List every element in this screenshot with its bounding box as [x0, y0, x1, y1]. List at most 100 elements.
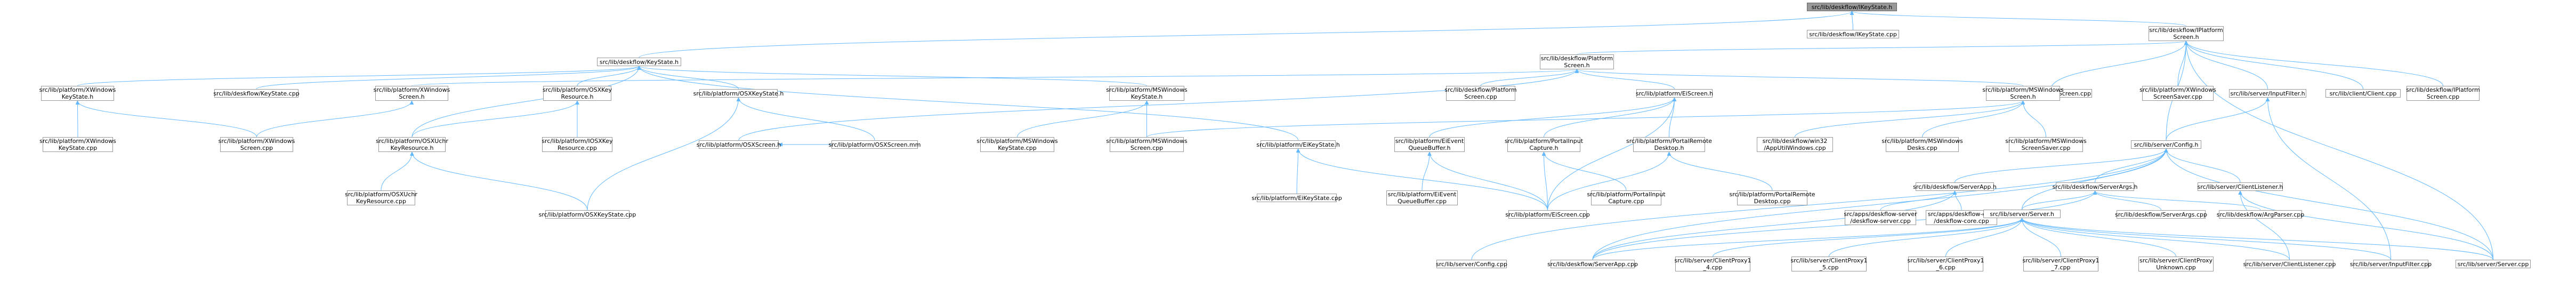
- node-iplatformscreen-cpp[interactable]: src/lib/deskflow/IPlatform Screen.cpp: [2406, 86, 2480, 101]
- include-edge-17: [639, 66, 1298, 141]
- node-keystate-h[interactable]: src/lib/deskflow/KeyState.h: [597, 58, 681, 66]
- node-clientlistener-h[interactable]: src/lib/server/ClientListener.h: [2197, 182, 2283, 191]
- include-edge-12: [256, 66, 639, 90]
- include-edge-27: [256, 100, 412, 138]
- node-inputfilter-h[interactable]: src/lib/server/InputFilter.h: [2229, 89, 2306, 98]
- include-edge-64: [2095, 190, 2161, 211]
- include-edge-16: [411, 66, 639, 138]
- node-mswindowsscreensaver-cpp[interactable]: src/lib/platform/MSWindows ScreenSaver.c…: [2005, 137, 2087, 152]
- node-eieventqueuebuffer-h[interactable]: src/lib/platform/EiEvent QueueBuffer.h: [1394, 137, 1465, 152]
- include-edge-46: [1471, 149, 2166, 260]
- node-keystate-cpp[interactable]: src/lib/deskflow/KeyState.cpp: [213, 89, 300, 98]
- include-edge-4: [2050, 41, 2186, 90]
- node-serverapp-h[interactable]: src/lib/deskflow/ServerApp.h: [1913, 182, 1997, 191]
- node-server-cpp[interactable]: src/lib/server/Server.cpp: [2456, 260, 2531, 268]
- include-edge-50: [412, 152, 588, 211]
- node-config-h[interactable]: src/lib/server/Config.h: [2131, 140, 2201, 149]
- include-edge-13: [577, 66, 639, 86]
- include-edge-0: [1852, 11, 1853, 30]
- include-edge-59: [1669, 151, 1773, 191]
- node-ikeystate-h[interactable]: src/lib/deskflow/IKeyState.h: [1807, 3, 1897, 11]
- include-edge-37: [1547, 98, 1675, 211]
- include-edge-57: [1544, 151, 1627, 191]
- node-xwindowskeystate-h[interactable]: src/lib/platform/XWindows KeyState.h: [39, 86, 116, 101]
- node-clientproxyunknown-cpp[interactable]: src/lib/server/ClientProxy Unknown.cpp: [2138, 257, 2214, 271]
- include-edge-21: [1577, 69, 2023, 86]
- node-osxkeystate-cpp[interactable]: src/lib/platform/OSXKeyState.cpp: [538, 210, 636, 219]
- node-serverapp-cpp[interactable]: src/lib/deskflow/ServerApp.cpp: [1547, 260, 1638, 268]
- node-clientlistener-cpp[interactable]: src/lib/server/ClientListener.cpp: [2243, 260, 2336, 268]
- node-portalremotedesktop-h[interactable]: src/lib/platform/PortalRemote Desktop.h: [1626, 137, 1713, 152]
- node-platformscreen-cpp[interactable]: src/lib/deskflow/Platform Screen.cpp: [1444, 86, 1517, 101]
- node-clientproxy1-6-cpp[interactable]: src/lib/server/ClientProxy1 _6.cpp: [1907, 257, 1984, 271]
- include-edge-69: [1592, 218, 2022, 260]
- include-edge-65: [2095, 190, 2261, 211]
- include-edge-44: [2166, 148, 2241, 183]
- node-osxscreen-mm[interactable]: src/lib/platform/OSXScreen.mm: [828, 140, 921, 149]
- node-serverargs-cpp[interactable]: src/lib/deskflow/ServerArgs.cpp: [2115, 210, 2207, 219]
- node-clientproxy1-7-cpp[interactable]: src/lib/server/ClientProxy1 _7.cpp: [2022, 257, 2099, 271]
- node-portalremotedesktop-cpp[interactable]: src/lib/platform/PortalRemote Desktop.cp…: [1729, 190, 1815, 205]
- node-mswindowsscreen-cpp[interactable]: src/lib/platform/MSWindows Screen.cpp: [1106, 137, 1188, 152]
- node-eiscreen-h[interactable]: src/lib/platform/EiScreen.h: [1635, 89, 1714, 98]
- include-edge-31: [587, 98, 739, 211]
- include-edge-43: [2095, 148, 2167, 183]
- node-mswindowsscreen-h[interactable]: src/lib/platform/MSWindows Screen.h: [1982, 86, 2064, 101]
- node-osxkeystate-h[interactable]: src/lib/platform/OSXKeyState.h: [693, 89, 784, 98]
- include-edge-24: [2268, 98, 2391, 260]
- node-mswindowskeystate-cpp[interactable]: src/lib/platform/MSWindows KeyState.cpp: [976, 137, 1058, 152]
- node-xwindowskeystate-cpp[interactable]: src/lib/platform/XWindows KeyState.cpp: [39, 137, 116, 152]
- include-edge-18: [411, 69, 1577, 86]
- node-portalinputcapture-h[interactable]: src/lib/platform/PortalInput Capture.h: [1504, 137, 1584, 152]
- node-ikeystate-cpp[interactable]: src/lib/deskflow/IKeyState.cpp: [1807, 30, 1899, 38]
- node-server-h[interactable]: src/lib/server/Server.h: [1983, 210, 2061, 218]
- node-clientproxy1-5-cpp[interactable]: src/lib/server/ClientProxy1 _5.cpp: [1790, 257, 1868, 271]
- node-osxscreen-h[interactable]: src/lib/platform/OSXScreen.h: [696, 140, 781, 149]
- node-eikeystate-h[interactable]: src/lib/platform/EiKeyState.h: [1256, 140, 1340, 149]
- include-edge-56: [1544, 152, 1548, 211]
- include-edge-66: [1592, 191, 2095, 260]
- include-edge-14: [639, 66, 739, 90]
- node-deskflow-core-cpp[interactable]: src/apps/deskflow-core /deskflow-core.cp…: [1926, 210, 1997, 225]
- include-edge-63: [2022, 190, 2095, 210]
- node-config-cpp[interactable]: src/lib/server/Config.cpp: [1436, 260, 1507, 268]
- include-edge-52: [1297, 149, 1298, 194]
- node-mswindowsdesks-cpp[interactable]: src/lib/platform/MSWindows Desks.cpp: [1881, 137, 1963, 152]
- include-edge-2: [639, 11, 1852, 58]
- include-edge-67: [2240, 191, 2290, 260]
- node-mswindowskeystate-h[interactable]: src/lib/platform/MSWindows KeyState.h: [1106, 86, 1188, 101]
- include-edge-70: [1713, 218, 2022, 257]
- include-edge-58: [1547, 152, 1669, 211]
- node-argparser-cpp[interactable]: src/lib/deskflow/ArgParser.cpp: [2216, 210, 2305, 219]
- node-serverargs-h[interactable]: src/lib/deskflow/ServerArgs.h: [2052, 182, 2138, 191]
- node-osxkeyresource-h[interactable]: src/lib/platform/OSXKey Resource.h: [542, 86, 612, 101]
- include-edge-10: [2186, 41, 2493, 260]
- include-edge-71: [1829, 218, 2022, 257]
- include-edge-76: [2022, 218, 2391, 260]
- node-deskflow-server-cpp[interactable]: src/apps/deskflow-server /deskflow-serve…: [1844, 210, 1917, 225]
- node-eikeystate-cpp[interactable]: src/lib/platform/EiKeyState.cpp: [1251, 194, 1342, 202]
- include-edge-20: [1577, 69, 1675, 90]
- node-apputilwindows-cpp[interactable]: src/lib/deskflow/win32 /AppUtilWindows.c…: [1757, 137, 1833, 152]
- node-clientproxy1-4-cpp[interactable]: src/lib/server/ClientProxy1 _4.cpp: [1674, 257, 1751, 271]
- node-xwindowsscreen-cpp[interactable]: src/lib/platform/XWindows Screen.cpp: [218, 137, 295, 152]
- include-edge-42: [1955, 148, 2167, 183]
- node-eieventqueuebuffer-cpp[interactable]: src/lib/platform/EiEvent QueueBuffer.cpp: [1386, 190, 1458, 205]
- include-edge-75: [2022, 218, 2290, 260]
- node-portalinputcapture-cpp[interactable]: src/lib/platform/PortalInput Capture.cpp: [1587, 190, 1666, 205]
- node-inputfilter-cpp[interactable]: src/lib/server/InputFilter.cpp: [2349, 260, 2432, 268]
- include-edge-30: [739, 97, 875, 141]
- node-client-cpp[interactable]: src/lib/client/Client.cpp: [2325, 89, 2401, 98]
- node-xwindowsscreensaver-cpp[interactable]: src/lib/platform/XWindows ScreenSaver.cp…: [2139, 86, 2216, 101]
- include-edge-23: [2166, 97, 2268, 141]
- node-iosxkeyresource-cpp[interactable]: src/lib/platform/IOSXKey Resource.cpp: [542, 137, 613, 152]
- node-xwindowsscreen-h[interactable]: src/lib/platform/XWindows Screen.h: [373, 86, 450, 101]
- node-eiscreen-cpp[interactable]: src/lib/platform/EiScreen.cpp: [1505, 210, 1590, 219]
- node-osxuchrkeyresource-h[interactable]: src/lib/platform/OSXUchr KeyResource.h: [376, 137, 448, 152]
- node-platformscreen-h[interactable]: src/lib/deskflow/Platform Screen.h: [1540, 54, 1614, 69]
- include-edge-45: [2022, 149, 2167, 210]
- node-iplatformscreen-h[interactable]: src/lib/deskflow/IPlatform Screen.h: [2149, 26, 2224, 41]
- include-edge-55: [1422, 152, 1430, 191]
- include-edge-34: [1429, 97, 1675, 138]
- node-osxuchrkeyresource-cpp[interactable]: src/lib/platform/OSXUchr KeyResource.cpp: [345, 190, 417, 205]
